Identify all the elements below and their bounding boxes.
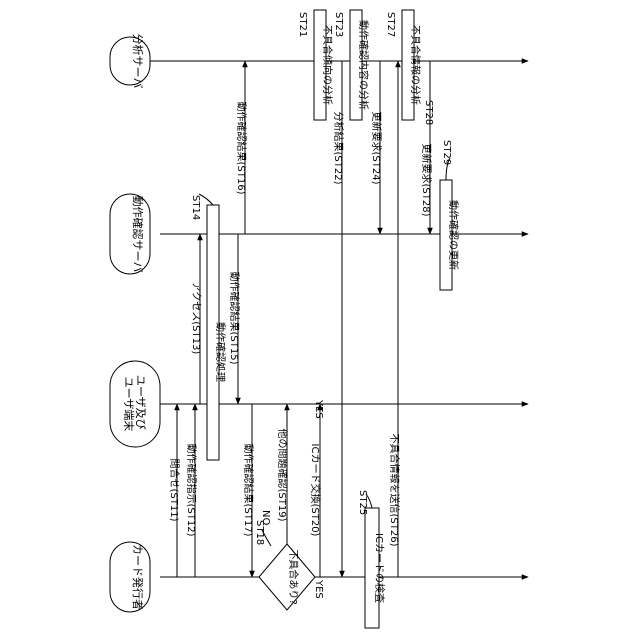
label-st16: 動作確認結果(ST16) — [235, 102, 248, 195]
ref-st21: ST21 — [297, 12, 308, 37]
label-st29: 動作確認の更新 — [447, 200, 460, 270]
label-st19: 他の問題確認(ST19) — [276, 429, 289, 522]
label-st18-yes: YES — [313, 579, 324, 599]
label-st12: 動作確認指示(ST12) — [185, 444, 198, 537]
lane-verification-server: 動作確認サーバ — [110, 194, 150, 274]
label-st26: 不具合情報を送信(ST26) — [388, 434, 401, 547]
lane-analysis-server: 分析サーバ — [110, 34, 150, 89]
lane-card-issuer: カード発行者 — [110, 542, 150, 612]
lane-label: ユーザ及び ユーザ端末 — [122, 375, 147, 433]
label-st23: 動作確認内容の分析 — [357, 20, 370, 110]
label-st20: ICカード交換(ST20) — [309, 444, 322, 537]
label-st24: 更新要求(ST24) — [370, 112, 383, 185]
ref-st28: ST28 — [423, 100, 434, 125]
lane-label: 分析サーバ — [131, 34, 145, 89]
label-st22: 分析結果(ST22) — [332, 112, 345, 185]
label-st18-yes-branch: YES — [313, 399, 324, 419]
ref-st29: ST29 — [441, 140, 452, 165]
lane-label: カード発行者 — [131, 544, 145, 610]
ref-st14: ST14 — [190, 195, 201, 220]
label-st15: 動作確認結果(ST15) — [228, 272, 241, 365]
label-st28: 更新要求(ST28) — [420, 144, 433, 217]
label-st21: 不具合傾向の分析 — [321, 25, 334, 105]
label-st27: 不具合情報の分析 — [409, 25, 422, 105]
ref-st23: ST23 — [333, 12, 344, 37]
label-st14-process: 動作確認処理 — [214, 322, 227, 382]
label-st18: 不具合あり? — [287, 549, 300, 604]
label-st13: アクセス(ST13) — [190, 282, 202, 355]
ref-st25: ST25 — [357, 490, 368, 515]
ref-st27: ST27 — [385, 12, 396, 37]
decision-st18 — [259, 544, 315, 610]
label-st18-no: NO — [260, 510, 271, 525]
label-st17: 動作確認結果(ST17) — [242, 444, 255, 537]
lane-user-terminal: ユーザ及び ユーザ端末 — [110, 361, 160, 447]
lane-label: 動作確認サーバ — [131, 196, 145, 273]
label-st25: ICカードの検査 — [373, 533, 386, 603]
label-st11: 問合せ(ST11) — [168, 459, 181, 522]
